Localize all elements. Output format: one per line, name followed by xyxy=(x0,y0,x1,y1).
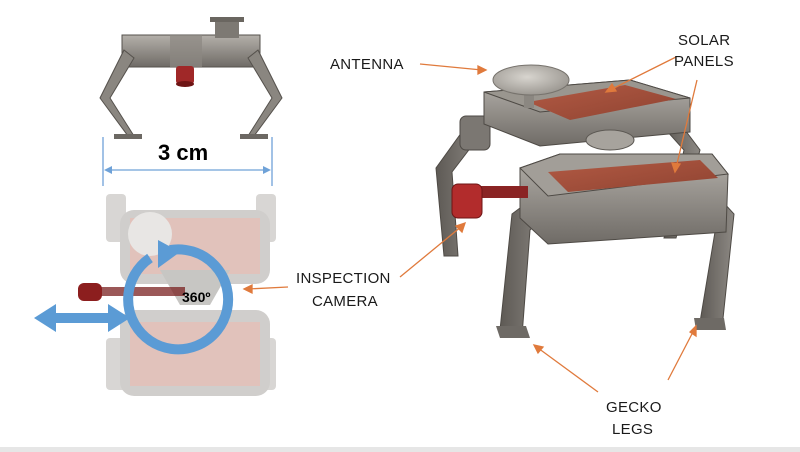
gecko-legs-label-line1: GECKO xyxy=(606,399,662,416)
rotation-label: 360º xyxy=(182,289,211,305)
front-camera xyxy=(176,66,194,87)
inspection-camera-label-line1: INSPECTION xyxy=(296,270,391,287)
inspection-camera xyxy=(451,183,528,219)
solar-panels-label-line1: SOLAR xyxy=(678,32,731,49)
top-view-camera-arm xyxy=(78,283,185,301)
dimension-label: 3 cm xyxy=(158,140,209,165)
gecko-legs-label-line2: LEGS xyxy=(612,421,654,438)
front-view-robot xyxy=(99,17,283,139)
antenna-label: ANTENNA xyxy=(330,56,404,73)
linear-arrow xyxy=(34,304,130,332)
top-view-robot xyxy=(106,194,276,396)
rotation-arrow xyxy=(123,240,234,355)
callout-lines xyxy=(242,56,698,393)
bottom-divider xyxy=(0,447,800,452)
inspection-camera-label-line2: CAMERA xyxy=(312,293,378,310)
solar-panels-label-line2: PANELS xyxy=(674,53,734,70)
dimension-line xyxy=(102,137,273,186)
robot-3d xyxy=(435,64,735,338)
antenna-dish xyxy=(492,64,570,108)
